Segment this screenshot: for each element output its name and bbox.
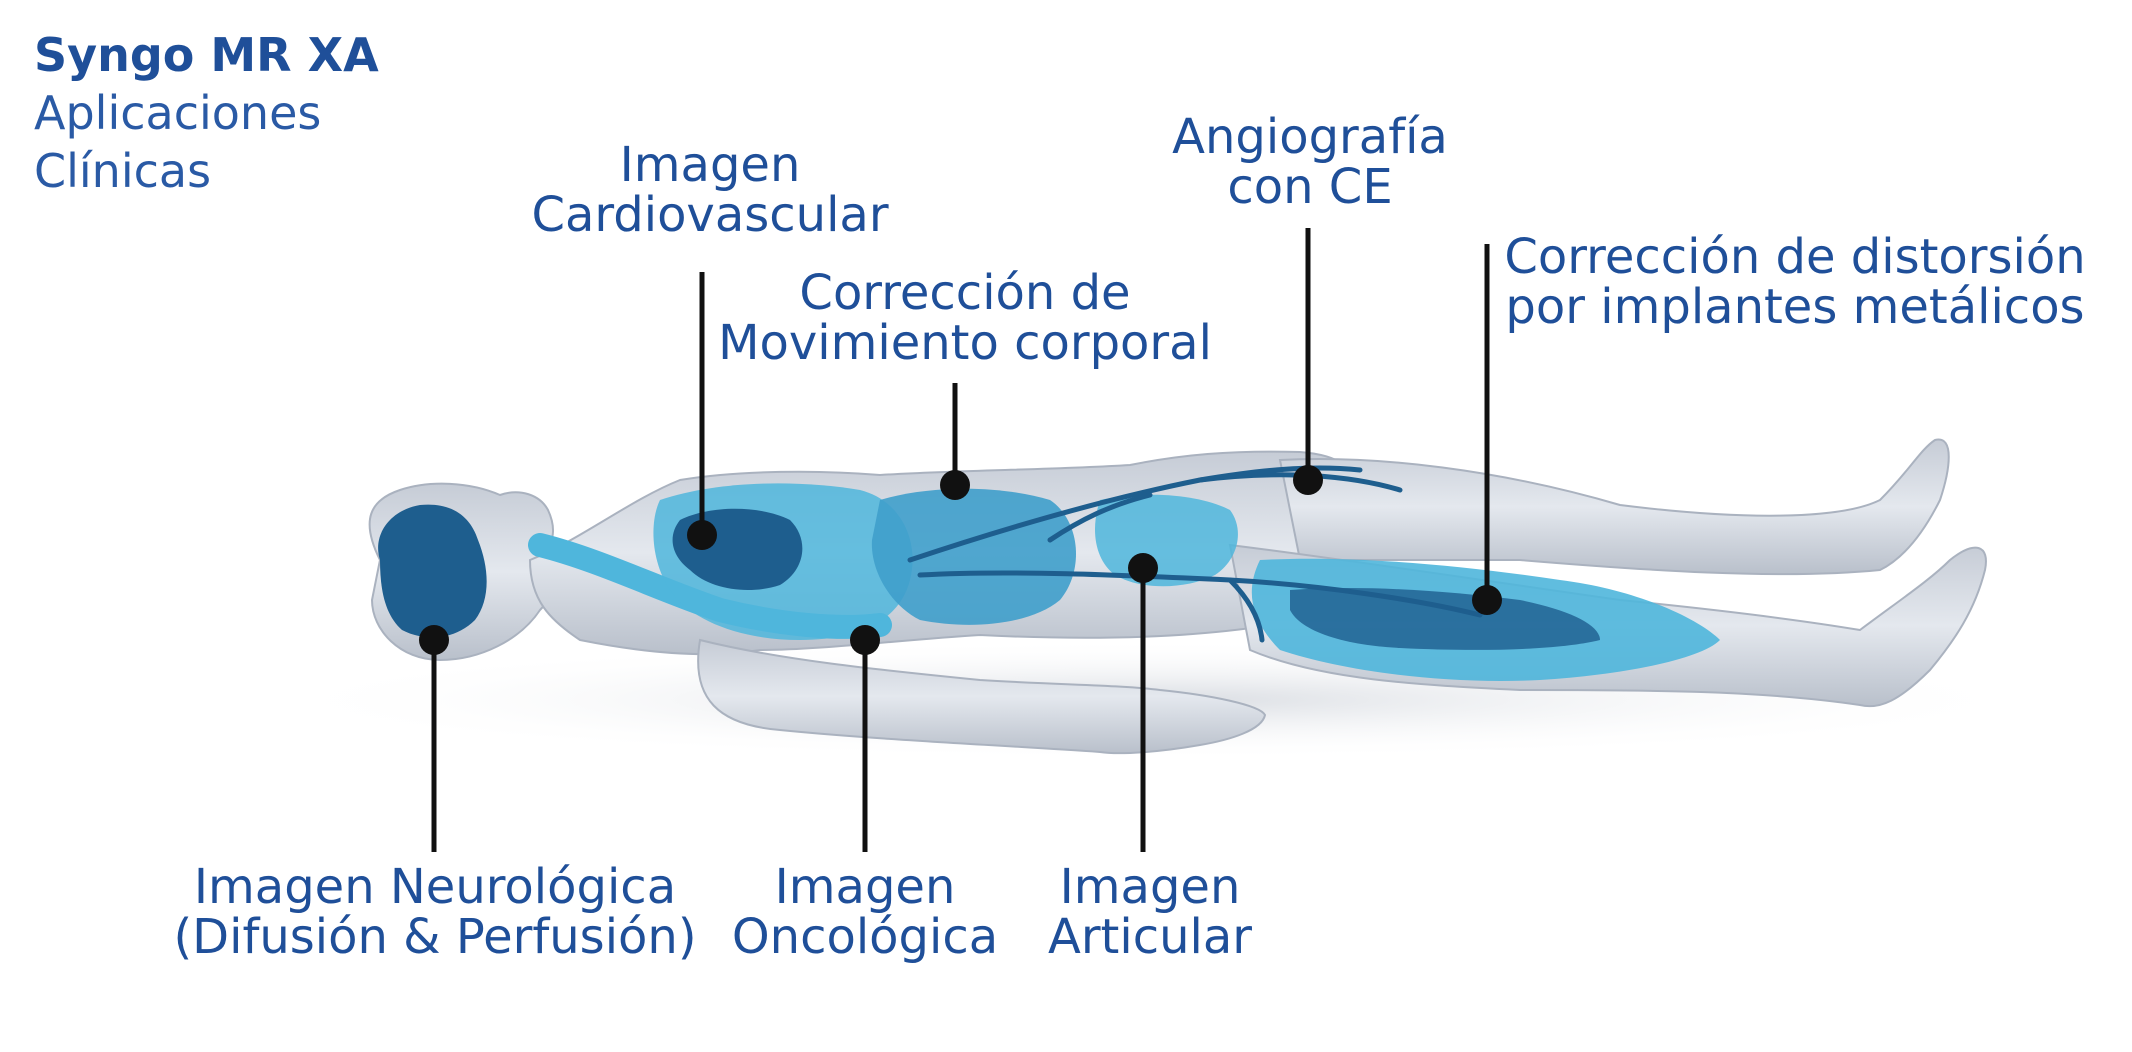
label-angio: Angiografía con CE bbox=[1160, 112, 1460, 212]
label-cardiovascular: Imagen Cardiovascular bbox=[520, 140, 900, 240]
dot-onco bbox=[850, 625, 880, 655]
label-onco-line1: Imagen bbox=[774, 859, 956, 915]
leader-dots bbox=[419, 465, 1502, 655]
label-angio-line2: con CE bbox=[1227, 159, 1393, 215]
label-metal-line2: por implantes metálicos bbox=[1505, 279, 2085, 335]
abdomen-organs bbox=[871, 488, 1077, 625]
label-neuro: Imagen Neurológica (Difusión & Perfusión… bbox=[170, 862, 700, 962]
label-cardiovascular-line1: Imagen bbox=[619, 137, 801, 193]
label-articular: Imagen Articular bbox=[1020, 862, 1280, 962]
dot-angio bbox=[1293, 465, 1323, 495]
dot-cardiovascular bbox=[687, 520, 717, 550]
blood-vessels bbox=[907, 465, 1483, 643]
label-metal-line1: Corrección de distorsión bbox=[1504, 229, 2086, 285]
leader-lines bbox=[431, 228, 1490, 852]
product-title: Syngo MR XA bbox=[34, 28, 379, 82]
label-angio-line1: Angiografía bbox=[1172, 109, 1448, 165]
brain-organ bbox=[378, 504, 487, 638]
dot-metal bbox=[1472, 585, 1502, 615]
dot-motion bbox=[940, 470, 970, 500]
label-motion-line2: Movimiento corporal bbox=[718, 315, 1212, 371]
dot-articular bbox=[1128, 553, 1158, 583]
label-neuro-line1: Imagen Neurológica bbox=[193, 859, 677, 915]
label-neuro-line2: (Difusión & Perfusión) bbox=[173, 909, 697, 965]
dot-neuro bbox=[419, 625, 449, 655]
subtitle-line-1: Aplicaciones bbox=[34, 86, 322, 140]
label-motion: Corrección de Movimiento corporal bbox=[715, 268, 1215, 368]
label-metal: Corrección de distorsión por implantes m… bbox=[1495, 232, 2095, 332]
subtitle-line-2: Clínicas bbox=[34, 144, 212, 198]
label-articular-line2: Articular bbox=[1047, 909, 1253, 965]
label-cardiovascular-line2: Cardiovascular bbox=[531, 187, 889, 243]
label-motion-line1: Corrección de bbox=[799, 265, 1131, 321]
implant-region bbox=[1290, 588, 1600, 650]
label-onco-line2: Oncológica bbox=[731, 909, 999, 965]
pelvis-organs bbox=[1095, 494, 1238, 587]
label-onco: Imagen Oncológica bbox=[720, 862, 1010, 962]
title-block: Syngo MR XA Aplicaciones Clínicas bbox=[34, 26, 379, 200]
label-articular-line1: Imagen bbox=[1059, 859, 1241, 915]
